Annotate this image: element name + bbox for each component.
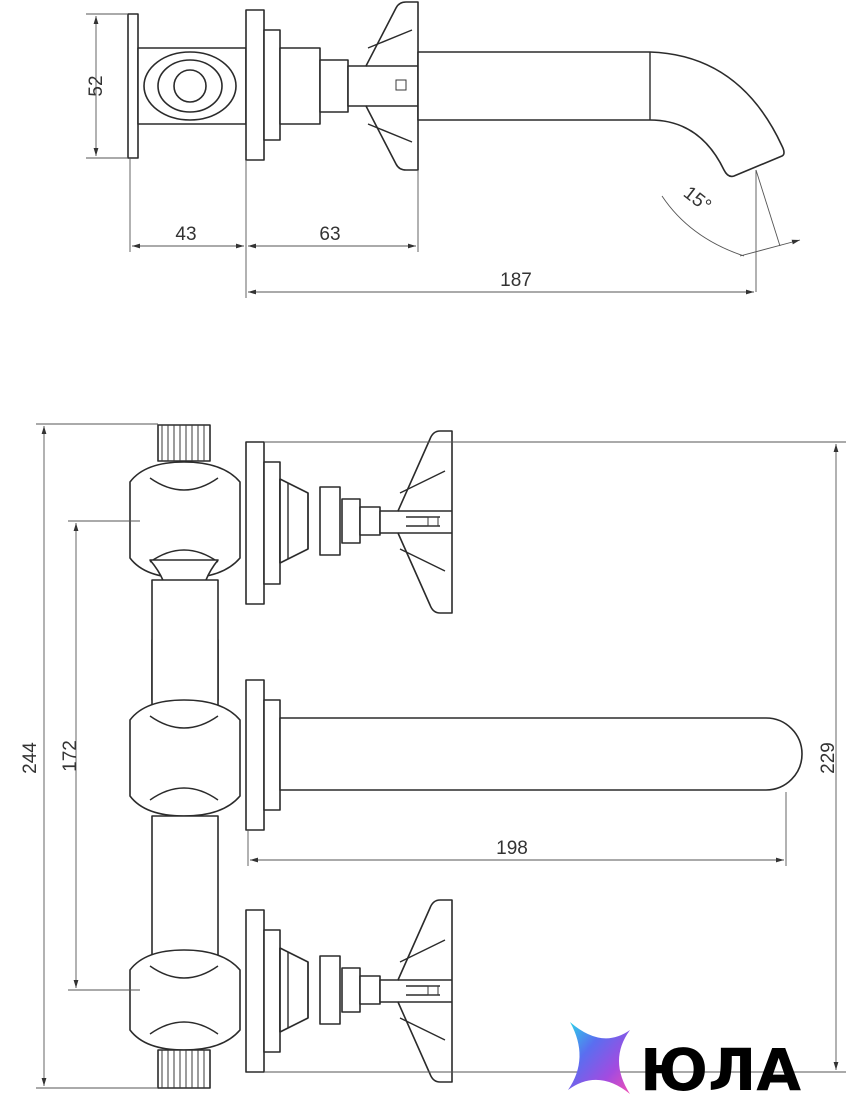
spout-angle-label: 15° [679,183,715,217]
side-view: 244 172 198 229 [20,423,846,1089]
dim-handle-depth: 63 [319,224,340,245]
dim-inlet-spacing: 172 [60,740,81,772]
logo-wordmark: ЮЛА [640,1036,801,1100]
brand-logo: ЮЛА [568,1022,801,1100]
logo-star-icon [568,1022,630,1094]
dim-handle-span: 229 [818,742,839,774]
top-view: 15° 52 43 63 187 [86,1,801,298]
dim-body-depth: 43 [175,224,196,245]
dim-total-reach: 187 [500,270,532,291]
dim-top-height: 52 [86,75,107,96]
dim-total-height: 244 [20,742,41,774]
dim-spout-length: 198 [496,838,528,859]
